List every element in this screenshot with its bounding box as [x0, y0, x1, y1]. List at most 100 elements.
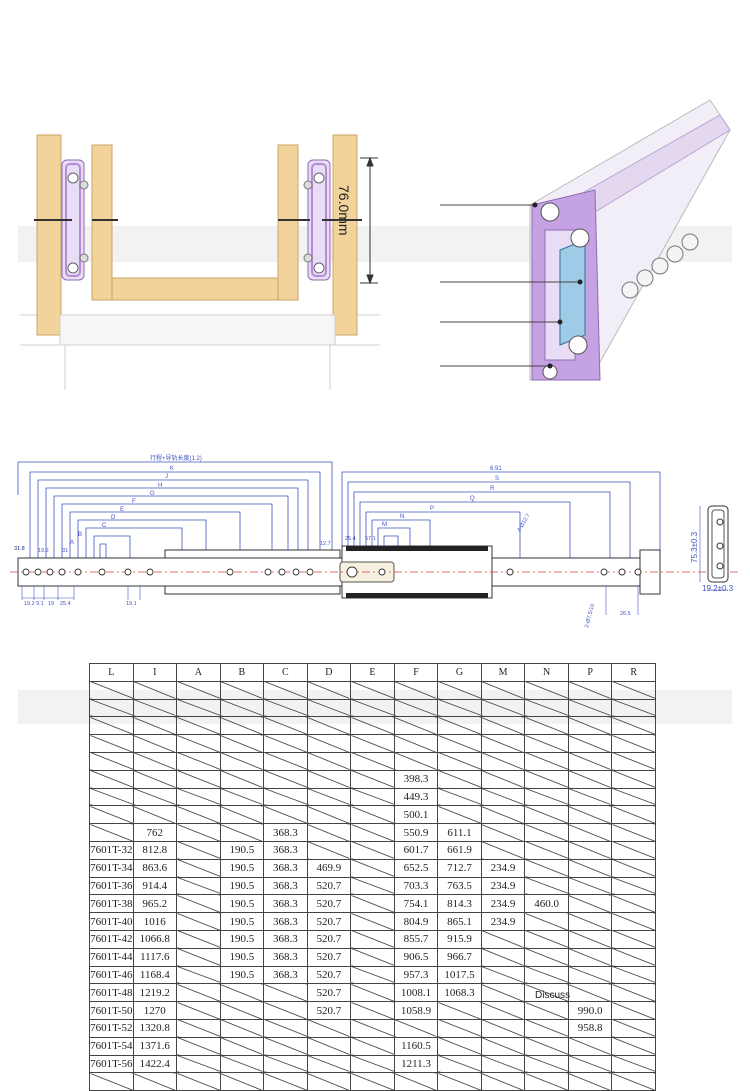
table-cell: [437, 716, 482, 736]
table-cell: [611, 698, 656, 718]
table-cell: [306, 840, 352, 860]
table-cell: [480, 823, 526, 842]
table-cell: [176, 716, 221, 736]
table-cell: [437, 787, 482, 807]
dim-value: 26.5: [620, 611, 631, 617]
rail-height-label: 76.0mm: [336, 185, 352, 236]
table-cell: [306, 787, 352, 807]
table-cell: [611, 840, 656, 860]
table-cell: [176, 1036, 221, 1056]
table-cell: [567, 894, 613, 914]
dim-letter: R: [490, 486, 495, 492]
table-cell: [567, 769, 613, 789]
dim-value: 12.7: [320, 541, 331, 547]
table-cell: [350, 716, 395, 736]
table-cell: 368.3: [263, 965, 308, 985]
rail-body: [17, 545, 661, 599]
table-cell: [306, 680, 352, 700]
table-cell: [306, 1072, 352, 1091]
table-cell: [263, 1072, 308, 1091]
table-cell: [219, 680, 265, 700]
table-cell: 7601T-32: [89, 840, 134, 860]
dim-value: 25.4: [345, 536, 356, 542]
table-cell: [567, 787, 613, 807]
table-cell: [611, 947, 656, 967]
table-cell: [611, 787, 656, 807]
table-cell: [611, 1036, 656, 1056]
table-cell: [350, 912, 395, 931]
table-cell: 500.1: [393, 805, 439, 825]
table-cell: [306, 823, 352, 842]
table-cell: [306, 769, 352, 789]
table-cell: [524, 840, 569, 860]
callout-lines: [440, 204, 580, 367]
table-cell: 1320.8: [132, 1018, 178, 1038]
dim-letter: D: [111, 515, 116, 521]
table-cell: [89, 805, 134, 825]
table-cell: 520.7: [306, 983, 352, 1003]
table-cell: [567, 734, 613, 753]
table-cell: [480, 965, 526, 985]
table-cell: [176, 751, 221, 771]
table-cell: [263, 787, 308, 807]
table-row: [89, 751, 656, 771]
table-cell: 1160.5: [393, 1036, 439, 1056]
table-row: 398.3: [89, 769, 656, 789]
dim-letter: G: [150, 491, 155, 497]
table-cell: [263, 1054, 308, 1074]
table-cell: [524, 805, 569, 825]
table-cell: [437, 751, 482, 771]
table-cell: 469.9: [306, 858, 352, 878]
table-cell: [176, 858, 221, 878]
table-cell: 1008.1: [393, 983, 439, 1003]
table-cell: [176, 947, 221, 967]
table-cell: [350, 1001, 395, 1020]
table-cell: 1219.2: [132, 983, 178, 1003]
table-cell: [263, 1036, 308, 1056]
table-cell: 7601T-46: [89, 965, 134, 985]
table-cell: [176, 1001, 221, 1020]
table-cell: [89, 680, 134, 700]
table-cell: [480, 716, 526, 736]
table-cell: 368.3: [263, 876, 308, 896]
table-cell: [611, 716, 656, 736]
table-cell: [263, 680, 308, 700]
column-header: P: [567, 663, 613, 682]
table-cell: [350, 965, 395, 985]
table-cell: [611, 929, 656, 949]
left-drawer-side: [91, 144, 113, 301]
table-cell: 398.3: [393, 769, 439, 789]
table-cell: [350, 840, 395, 860]
table-cell: [132, 787, 178, 807]
column-header: D: [306, 663, 352, 682]
table-cell: [480, 947, 526, 967]
table-cell: 520.7: [306, 965, 352, 985]
table-cell: 958.8: [567, 1018, 613, 1038]
dim-value: 31.8: [14, 546, 25, 552]
table-row: [89, 698, 656, 718]
table-cell: [89, 1072, 134, 1091]
table-cell: 914.4: [132, 876, 178, 896]
table-cell: 762: [132, 823, 178, 842]
table-cell: [89, 716, 134, 736]
table-cell: [567, 912, 613, 931]
dim-letter: K: [170, 466, 174, 472]
table-cell: [524, 1018, 569, 1038]
table-cell: [132, 698, 178, 718]
table-cell: [524, 751, 569, 771]
table-cell: [393, 1072, 439, 1091]
table-cell: 855.7: [393, 929, 439, 949]
table-row: [89, 734, 656, 753]
dim-value: 19.2: [38, 548, 49, 554]
table-cell: [263, 734, 308, 753]
table-cell: [524, 1072, 569, 1091]
column-header: A: [176, 663, 221, 682]
table-cell: 234.9: [480, 894, 526, 914]
table-cell: [132, 734, 178, 753]
